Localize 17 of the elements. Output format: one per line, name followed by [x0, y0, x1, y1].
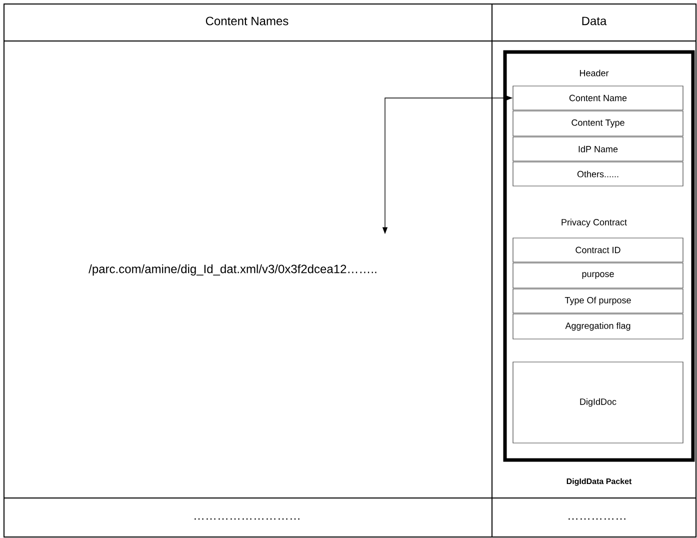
column-header: Content Names — [206, 16, 288, 26]
content-name-text: /parc.com/amine/dig_Id_dat.xml/v3/0x3f2dcea12…….. — [88, 264, 376, 276]
field-box: Content Type — [512, 110, 684, 136]
field-box: Others...... — [512, 162, 684, 186]
cell-text: ……………………… — [194, 518, 300, 520]
field-box: Type Of purpose — [512, 288, 684, 314]
field-box: IdP Name — [512, 136, 684, 162]
field-box: DigIdDoc — [512, 362, 684, 444]
section-heading: Header — [580, 70, 609, 76]
node-label: DigIdData Packet — [566, 478, 632, 486]
field-box: purpose — [512, 262, 684, 288]
field-box: Contract ID — [512, 238, 684, 262]
field-box: Content Name — [512, 86, 684, 110]
cell-text: …………… — [568, 518, 626, 520]
section-heading: Privacy Contract — [562, 218, 627, 228]
field-box: Aggregation flag — [512, 314, 684, 340]
column-header: Data — [582, 16, 607, 26]
